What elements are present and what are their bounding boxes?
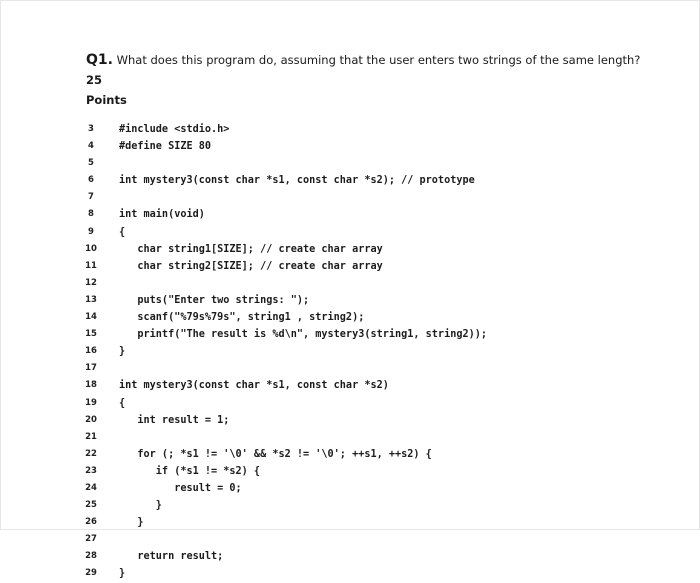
line-number: 14 — [85, 312, 97, 323]
code-text: { — [119, 226, 126, 238]
code-text: } — [119, 346, 126, 358]
code-text: #define SIZE 80 — [119, 141, 212, 153]
line-number: 19 — [85, 397, 97, 408]
line-number: 18 — [85, 380, 97, 391]
line-number: 4 — [88, 141, 94, 152]
code-text: int mystery3(const char *s1, const char … — [119, 380, 389, 392]
line-number: 28 — [85, 551, 97, 562]
code-text: result = 0; — [119, 482, 242, 494]
code-text: for (; *s1 != '\0' && *s2 != '\0'; ++s1,… — [119, 448, 432, 460]
line-number: 23 — [85, 465, 97, 476]
line-number: 21 — [85, 431, 97, 442]
line-number: 13 — [85, 294, 97, 305]
line-number: 20 — [85, 414, 97, 425]
line-number: 6 — [88, 175, 94, 186]
line-number: 3 — [88, 124, 94, 134]
line-number: 16 — [85, 346, 97, 357]
code-text: char string1[SIZE]; // create char array — [119, 243, 383, 255]
line-number: 26 — [85, 517, 97, 528]
code-text: int mystery3(const char *s1, const char … — [119, 175, 475, 187]
line-number: 7 — [88, 192, 94, 203]
code-text: #include <stdio.h> — [119, 124, 230, 135]
line-number: 15 — [85, 329, 97, 340]
code-text: } — [119, 500, 162, 512]
code-text: } — [119, 517, 144, 529]
code-text: int main(void) — [119, 209, 205, 221]
line-number: 8 — [88, 209, 94, 220]
code-text: scanf("%79s%79s", string1 , string2); — [119, 312, 365, 324]
line-number: 5 — [88, 158, 94, 169]
line-number: 24 — [85, 482, 97, 493]
line-number: 29 — [85, 568, 97, 579]
line-number: 11 — [85, 260, 97, 271]
question-prompt: Q1. What does this program do, assuming … — [86, 50, 646, 110]
code-text: puts("Enter two strings: "); — [119, 294, 310, 306]
code-text: return result; — [119, 551, 224, 563]
question-text: What does this program do, assuming that… — [112, 53, 641, 67]
line-number: 17 — [85, 363, 97, 374]
code-text: char string2[SIZE]; // create char array — [119, 260, 383, 272]
question-points-value: 25 — [86, 73, 103, 87]
line-number: 10 — [85, 243, 97, 254]
question-points-word: Points — [86, 93, 127, 107]
line-number: 12 — [85, 277, 97, 288]
code-text: } — [119, 568, 126, 580]
line-number: 25 — [85, 500, 97, 511]
line-number: 27 — [85, 534, 97, 545]
code-text: int result = 1; — [119, 414, 230, 426]
code-text: { — [119, 397, 126, 409]
line-number: 9 — [88, 226, 94, 237]
code-text: if (*s1 != *s2) { — [119, 465, 261, 477]
line-number: 22 — [85, 448, 97, 459]
question-number: Q1. — [86, 52, 113, 68]
code-text: printf("The result is %d\n", mystery3(st… — [119, 329, 488, 341]
